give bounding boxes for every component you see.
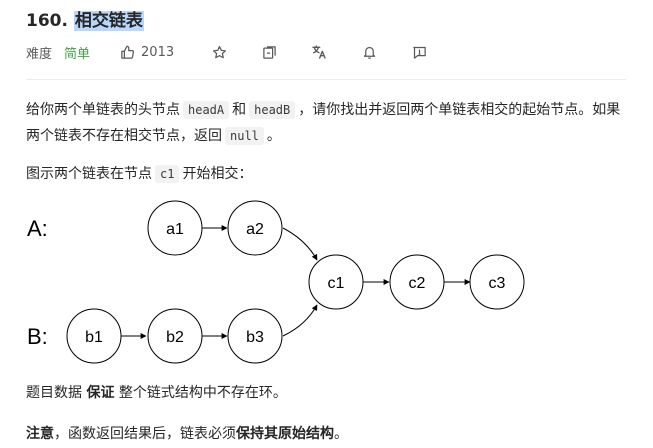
like-count: 2013 [141,44,175,60]
share-icon [262,45,276,59]
node-label: c3 [489,275,506,292]
node-label: b2 [166,329,184,346]
problem-meta-bar: 难度 简单 2013 [26,42,428,62]
node-b1: b1 [66,308,122,364]
node-a1: a1 [147,200,203,256]
edge-a2-c1 [282,227,318,261]
list-a-label: A: [27,216,48,241]
node-label: a2 [246,221,264,238]
description-text: 和 [232,102,247,118]
problem-name[interactable]: 相交链表 [73,11,144,31]
node-label: c2 [409,275,426,292]
node-label: b1 [85,329,103,346]
translate-button[interactable] [310,43,328,61]
description-text: 开始相交： [182,166,253,182]
favorite-button[interactable] [210,43,228,61]
star-icon [212,45,226,58]
difficulty-label: 难度 [26,46,53,62]
node-label: b3 [246,329,264,346]
node-c3: c3 [469,254,525,310]
code-headB: headB [249,101,296,119]
code-null: null [225,127,264,145]
description-text: 图示两个链表在节点 [26,166,152,182]
edge-b3-c1 [282,304,318,337]
description-text: 给你两个单链表的头节点 [26,102,180,118]
note-paragraph-attention: 注意，函数返回结果后，链表必须保持其原始结构。 [26,421,626,447]
code-c1: c1 [155,165,180,183]
node-c2: c2 [389,254,445,310]
note-bold-text: 注意 [26,426,54,442]
feedback-button[interactable] [410,43,428,61]
node-label: a1 [166,221,184,238]
notify-button[interactable] [360,43,378,61]
bell-icon [363,46,375,59]
node-label: c1 [328,275,345,292]
node-b2: b2 [147,308,203,364]
note-text: 题目数据 [26,385,82,401]
header-divider [26,79,626,80]
node-a2: a2 [227,200,283,256]
note-text: 。 [334,426,348,442]
list-b-label: B: [27,324,48,349]
like-button[interactable]: 2013 [120,45,174,60]
node-c1: c1 [308,254,364,310]
note-text: ，函数返回结果后，链表必须 [54,426,236,442]
problem-title: 160. 相交链表 [26,6,144,31]
note-bold-text: 保证 [86,385,115,401]
code-headA: headA [183,101,230,119]
translate-icon [312,45,326,59]
description-text: ，请你找出并返回两个单链表相交的起始节点。如果两个链表不存在相交节点，返回 [26,102,621,144]
linked-list-diagram: A: B: a1 a2 b1 b2 b3 [27,200,525,364]
thumbs-up-icon [121,45,135,59]
note-bold-text: 保持其原始结构 [236,426,334,442]
share-button[interactable] [260,43,278,61]
difficulty-badge: 简单 [64,46,91,62]
description-text: 。 [266,128,281,144]
note-text: 整个链式结构中不存在环。 [118,385,287,401]
problem-number: 160. [26,11,68,31]
feedback-icon [412,46,426,59]
node-b3: b3 [227,308,283,364]
note-paragraph-guarantee: 题目数据 保证 整个链式结构中不存在环。 [26,380,626,406]
